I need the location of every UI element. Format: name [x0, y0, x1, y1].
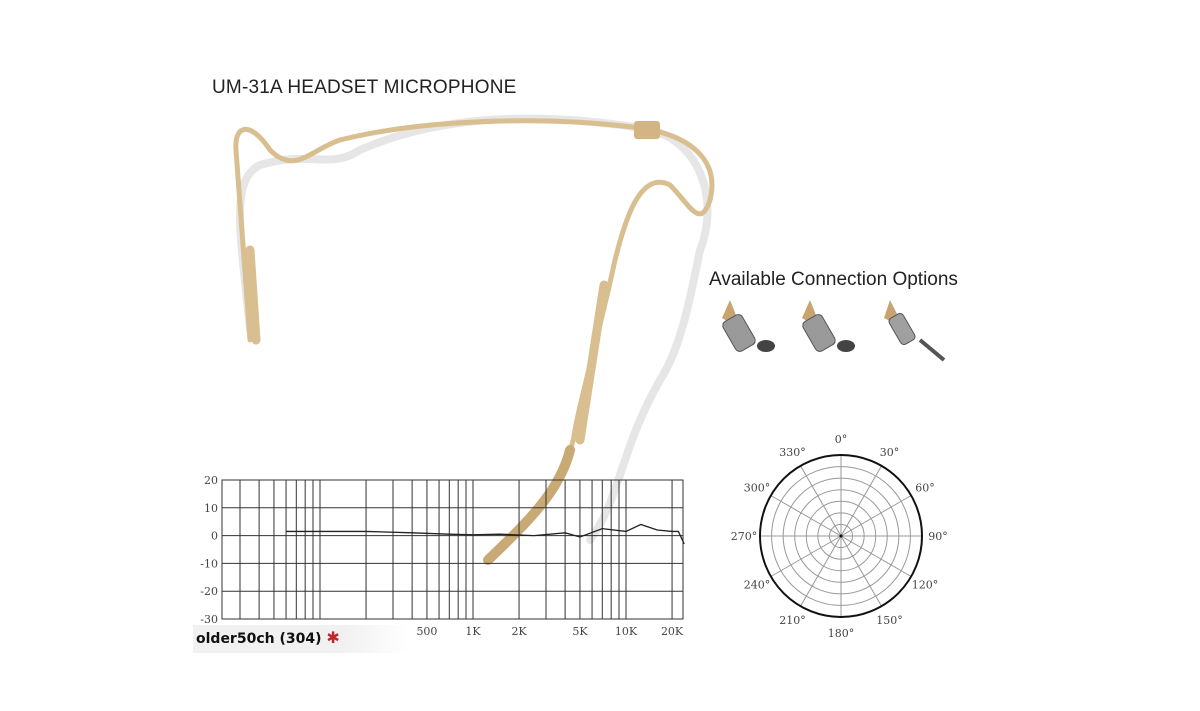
mini-xlr-3pin-icon: [802, 300, 855, 352]
polar-pattern: [759, 454, 923, 618]
y-tick-label: -20: [200, 585, 218, 598]
polar-spoke: [800, 535, 842, 607]
polar-center: [839, 534, 843, 538]
polar-spoke: [840, 535, 912, 577]
polar-angle-label: 180°: [828, 627, 855, 640]
polar-angle-label: 210°: [779, 614, 806, 627]
polar-angle-label: 330°: [779, 446, 806, 459]
mini-xlr-4pin-icon: [722, 300, 775, 352]
connections-title: Available Connection Options: [709, 269, 958, 290]
polar-angle-label: 120°: [912, 579, 939, 592]
y-tick-label: 10: [204, 502, 218, 515]
polar-spoke: [840, 465, 882, 537]
polar-spoke: [840, 535, 882, 607]
product-title: UM-31A HEADSET MICROPHONE: [212, 77, 517, 98]
polar-angle-label: 270°: [731, 530, 758, 543]
polar-angle-label: 240°: [744, 579, 771, 592]
jack-3-5mm-icon: [884, 300, 946, 362]
polar-spoke: [770, 535, 842, 577]
headset-clip: [634, 121, 660, 139]
polar-angle-label: 90°: [928, 530, 948, 543]
polar-angle-label: 150°: [876, 614, 903, 627]
badge-text: older50ch (304) ✱: [196, 628, 340, 647]
x-tick-label: 2K: [511, 625, 527, 638]
polar-angle-label: 60°: [915, 482, 935, 495]
y-tick-label: 20: [204, 474, 218, 487]
x-tick-label: 1K: [465, 625, 481, 638]
x-tick-label: 5K: [572, 625, 588, 638]
polar-angle-label: 0°: [835, 433, 848, 446]
polar-angle-label: 30°: [880, 446, 900, 459]
watermark-badge: [193, 625, 408, 653]
polar-spoke: [840, 495, 912, 537]
x-tick-label: 10K: [615, 625, 638, 638]
y-tick-label: -10: [200, 557, 218, 570]
y-tick-label: 0: [211, 530, 218, 543]
polar-spoke: [800, 465, 842, 537]
polar-spoke: [770, 495, 842, 537]
response-curve: [286, 523, 685, 545]
star-cluster-icon: ✱: [326, 628, 340, 647]
badge-label: older50ch (304): [196, 631, 322, 647]
x-tick-label: 500: [416, 625, 437, 638]
x-tick-label: 20K: [661, 625, 684, 638]
polar-angle-label: 300°: [744, 482, 771, 495]
y-tick-label: -30: [200, 613, 218, 626]
